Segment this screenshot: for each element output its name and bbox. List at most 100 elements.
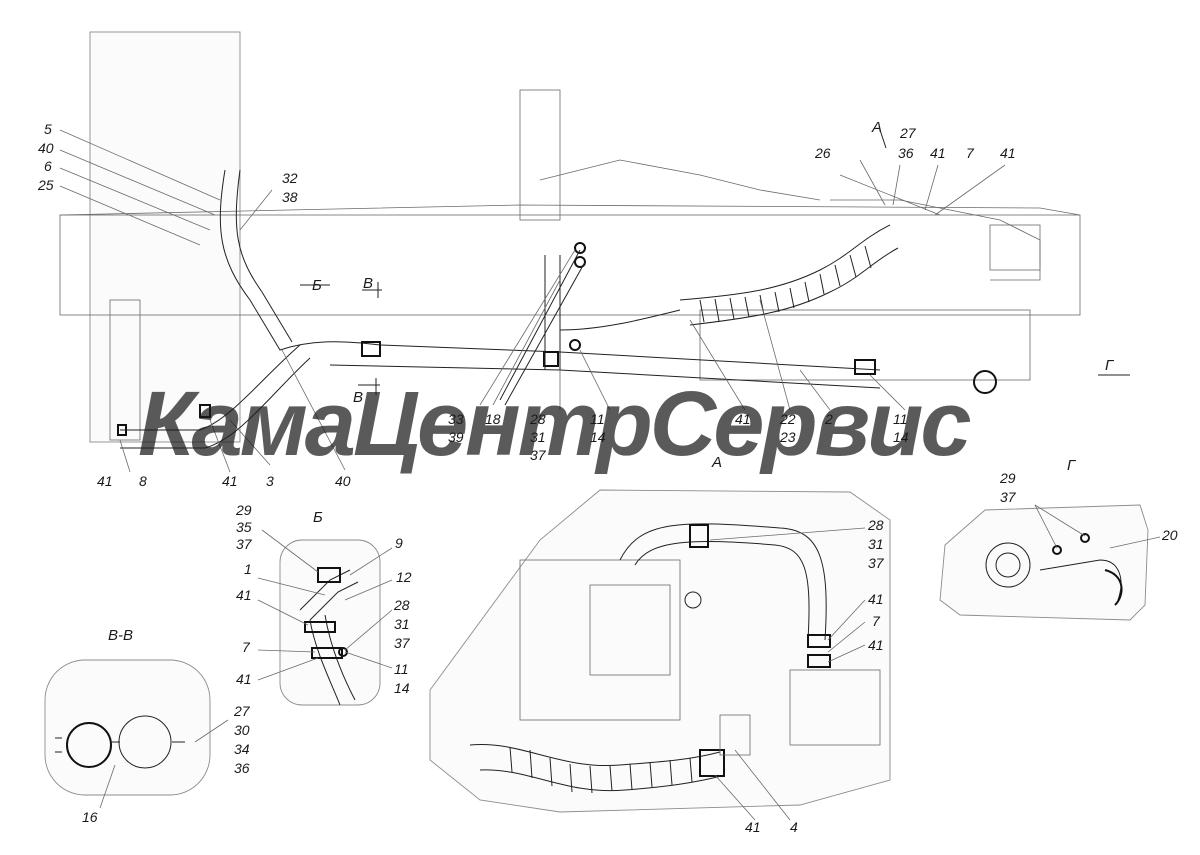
muffler-outline <box>830 199 1041 281</box>
view-b-flange <box>317 567 341 583</box>
view-vv-callout-16: 16 <box>82 809 98 825</box>
callout-7: 7 <box>966 145 975 161</box>
view-vv-title: В-В <box>108 627 133 644</box>
view-a-flex-ribs <box>509 746 693 794</box>
flex-hose-link <box>559 309 681 331</box>
exhaust-pipe-lower <box>120 344 301 431</box>
callout-25: 25 <box>37 177 54 193</box>
view-vv-frame <box>44 659 211 796</box>
exhaust-pipe-upper-inner <box>235 169 293 343</box>
view-a-callout-41-c: 41 <box>745 819 761 835</box>
view-a-pipe-loop-outer <box>619 523 827 641</box>
clamp-3 <box>854 359 876 375</box>
view-a-clamp-bottom <box>699 749 725 777</box>
view-a-flex-bottom <box>479 769 726 792</box>
exhaust-pipe-upper <box>219 169 881 371</box>
view-a-pipe-loop-inner <box>634 541 810 641</box>
callout-18: 18 <box>485 411 501 427</box>
chassis-top-edge <box>59 204 1081 216</box>
callout-40-bottom: 40 <box>335 473 351 489</box>
view-b-callout-1: 1 <box>244 561 252 577</box>
marker-v2: В <box>353 389 363 406</box>
clamp-1 <box>361 341 381 357</box>
marker-v2-line <box>358 378 380 395</box>
view-b-pipe-top-inner <box>309 581 359 621</box>
view-a-clamp-1 <box>807 634 831 648</box>
marker-a: А <box>871 119 882 136</box>
view-vv-brackets <box>55 737 185 753</box>
view-a-callout-41-b: 41 <box>868 637 884 653</box>
marker-v1-line <box>362 282 382 298</box>
view-g-pipe <box>1039 559 1122 601</box>
view-b-callout-7: 7 <box>242 639 251 655</box>
callout-6: 6 <box>44 158 52 174</box>
pipe-end-clamp <box>117 424 127 436</box>
view-a-fitting <box>684 591 702 609</box>
view-vv-leader-16 <box>99 764 116 809</box>
view-g-callout-20: 20 <box>1161 527 1178 543</box>
callout-41-top-1: 41 <box>930 145 946 161</box>
callout-8: 8 <box>139 473 147 489</box>
callout-3: 3 <box>266 473 274 489</box>
view-a-callout-7: 7 <box>872 613 881 629</box>
view-b-callout-12: 12 <box>396 569 412 585</box>
bracket-bolt-1 <box>574 242 586 254</box>
marker-v1: В <box>363 275 373 292</box>
view-a-pump <box>589 584 671 676</box>
view-a-callout-4: 4 <box>790 819 798 835</box>
callout-40: 40 <box>38 140 54 156</box>
view-b-bolt <box>338 647 348 657</box>
view-b-pipe-top <box>299 569 351 611</box>
view-b-clamp-1 <box>304 621 336 633</box>
cab-outline <box>89 31 241 443</box>
view-g-flange-inner <box>995 552 1021 578</box>
marker-b: Б <box>312 277 322 294</box>
view-b-clamp-2 <box>311 647 343 659</box>
marker-g: Г <box>1105 357 1115 374</box>
section-markers <box>300 129 1130 395</box>
callout-41-bottom-2: 41 <box>222 473 238 489</box>
muffler-end <box>989 224 1041 271</box>
view-a-bracket <box>719 714 751 756</box>
watermark: КамаЦентрСервис <box>138 373 970 475</box>
view-b-title: Б <box>313 509 323 526</box>
view-vv-leader-27 <box>194 719 229 743</box>
view-b-callout-9: 9 <box>395 535 403 551</box>
view-b-pipe-down <box>309 614 356 706</box>
transmission-outline <box>699 309 1031 381</box>
view-g-flange <box>985 542 1031 588</box>
view-a-frame <box>429 489 891 813</box>
exhaust-pipe-lower-inner <box>120 357 311 449</box>
view-a-clamp-top <box>689 524 709 548</box>
view-b-callout-41-a: 41 <box>236 587 252 603</box>
cab-lower-panel <box>109 299 141 441</box>
view-g-bolt-1 <box>1052 545 1062 555</box>
view-a-engine-block <box>519 559 681 721</box>
flex-hose-ribs <box>699 245 872 323</box>
engine-outline <box>539 159 821 201</box>
view-b-callout-41-b: 41 <box>236 671 252 687</box>
marker-a-arrow <box>879 129 887 149</box>
view-g-title: Г <box>1067 457 1077 474</box>
flex-hose-bottom <box>689 247 899 326</box>
callout-36: 36 <box>898 145 914 161</box>
callout-27: 27 <box>899 125 917 141</box>
